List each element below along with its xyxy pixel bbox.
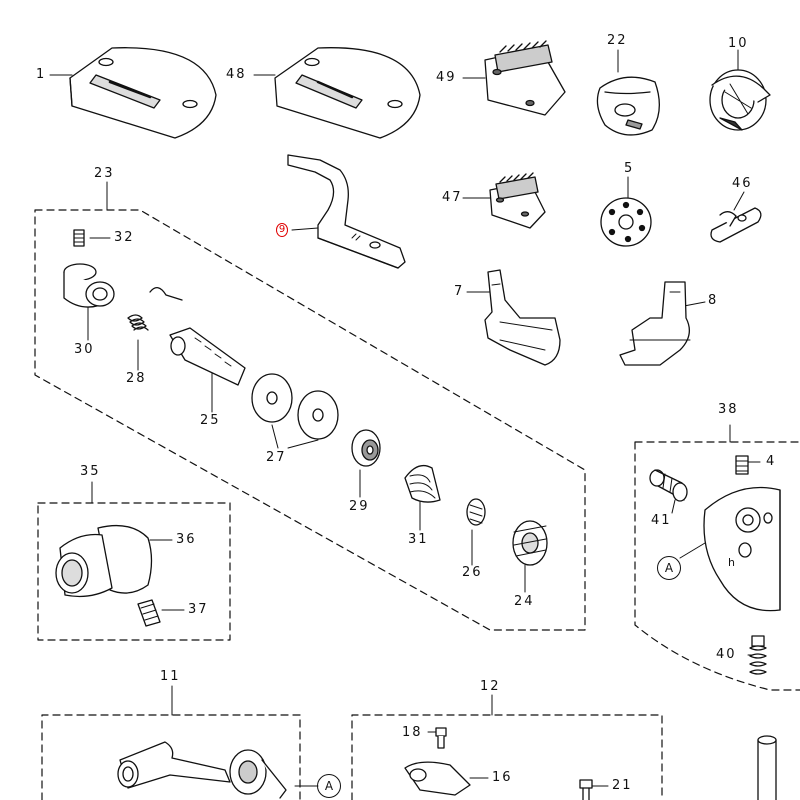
label-part-18: 18 — [402, 725, 423, 740]
spring-31 — [404, 464, 441, 503]
tension-stud-25 — [169, 327, 246, 386]
label-part-25: 25 — [200, 413, 221, 428]
tension-discs-27 — [251, 373, 339, 440]
group-outline-11 — [41, 714, 301, 800]
rotary-hook-10 — [709, 69, 771, 131]
label-part-37: 37 — [188, 602, 209, 617]
label-part-12: 12 — [480, 679, 501, 694]
feed-dog-49 — [484, 40, 566, 116]
screw-37 — [137, 599, 161, 627]
label-part-26: 26 — [462, 565, 483, 580]
label-part-36: 36 — [176, 532, 197, 547]
screw-21 — [579, 779, 593, 800]
presser-foot-7 — [484, 269, 561, 366]
label-part-23: 23 — [94, 166, 115, 181]
label-part-4: 4 — [766, 454, 777, 469]
screw-18 — [435, 727, 447, 749]
label-part-28: 28 — [126, 371, 147, 386]
bobbin-latch-46 — [710, 207, 762, 243]
label-part-21: 21 — [612, 778, 633, 793]
label-part-22: 22 — [607, 33, 628, 48]
screw-4 — [735, 455, 749, 475]
label-part-30: 30 — [74, 342, 95, 357]
label-part-41: 41 — [651, 513, 672, 528]
bobbin-5 — [600, 197, 652, 247]
hook-base-38 — [703, 486, 781, 612]
rod — [757, 735, 777, 800]
mark-h: h — [728, 556, 735, 569]
label-part-24: 24 — [514, 594, 535, 609]
label-part-32: 32 — [114, 230, 135, 245]
washer-29 — [351, 429, 381, 467]
throat-plate-48 — [274, 47, 421, 139]
label-part-11: 11 — [160, 669, 181, 684]
nut-26 — [466, 498, 486, 526]
throat-plate-1 — [69, 47, 217, 139]
label-part-8: 8 — [708, 293, 719, 308]
crank-11 — [117, 741, 287, 799]
label-part-5: 5 — [624, 161, 635, 176]
label-part-31: 31 — [408, 532, 429, 547]
spring-screw-40 — [749, 635, 767, 675]
group-outline-35 — [37, 502, 231, 641]
collar-30 — [63, 263, 115, 308]
presser-foot-8 — [619, 281, 691, 366]
bushing-36 — [55, 524, 153, 598]
reference-a-marker-bottom: A — [317, 774, 341, 798]
label-part-7: 7 — [454, 284, 465, 299]
label-part-27: 27 — [266, 450, 287, 465]
label-part-38: 38 — [718, 402, 739, 417]
label-part-10: 10 — [728, 36, 749, 51]
tension-nut-24 — [512, 520, 548, 566]
group-outline-23 — [34, 209, 586, 631]
feed-dog-47 — [489, 172, 546, 229]
label-part-48: 48 — [226, 67, 247, 82]
label-part-47: 47 — [442, 190, 463, 205]
group-outline-38 — [634, 441, 800, 691]
label-part-46: 46 — [732, 176, 753, 191]
label-part-9[interactable]: 9 — [276, 223, 288, 237]
group-outline-12 — [351, 714, 663, 800]
spring-28 — [127, 287, 183, 331]
bobbin-case-22 — [596, 76, 660, 136]
leader-lines — [49, 49, 761, 787]
label-part-35: 35 — [80, 464, 101, 479]
label-part-40: 40 — [716, 647, 737, 662]
label-part-29: 29 — [349, 499, 370, 514]
reference-a-marker: A — [657, 556, 681, 580]
bracket-9 — [287, 154, 406, 269]
screw-32 — [73, 229, 85, 247]
label-part-16: 16 — [492, 770, 513, 785]
spring-41 — [649, 469, 688, 502]
label-part-1: 1 — [36, 67, 47, 82]
lever-16 — [404, 761, 471, 796]
label-part-49: 49 — [436, 70, 457, 85]
